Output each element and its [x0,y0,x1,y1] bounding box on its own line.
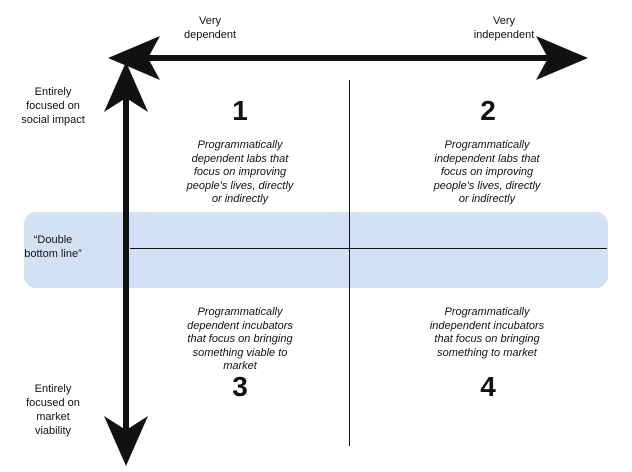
vertical-axis-top-arrowhead [104,62,148,112]
horizontal-axis-right-arrowhead [536,36,588,80]
quadrant-1-number: 1 [232,95,248,126]
horizontal-axis-left-arrowhead [108,36,160,80]
horizontal-divider [130,248,607,249]
quadrant-3-number: 3 [232,371,248,402]
horizontal-axis-arrow [108,36,588,80]
quadrant-2-description: Programmatically independent labs that f… [433,139,541,205]
axis-label-very-independent: Very independent [473,15,535,41]
double-bottom-line-band [24,212,608,288]
vertical-axis-arrow [104,62,148,466]
axis-label-double-bottom-line: “Double bottom line” [24,234,82,260]
vertical-divider [349,80,350,446]
quadrant-1-description: Programmatically dependent labs that foc… [186,139,294,205]
axis-label-social-impact: Entirely focused on social impact [21,86,85,126]
axis-label-market-viability: Entirely focused on market viability [26,383,80,437]
quadrant-4-number: 4 [480,371,496,402]
quadrant-4-description: Programmatically independent incubators … [429,306,545,359]
quadrant-2-number: 2 [480,95,496,126]
quadrant-3-description: Programmatically dependent incubators th… [187,306,293,372]
vertical-axis-bottom-arrowhead [104,416,148,466]
axis-label-very-dependent: Very dependent [184,15,236,41]
